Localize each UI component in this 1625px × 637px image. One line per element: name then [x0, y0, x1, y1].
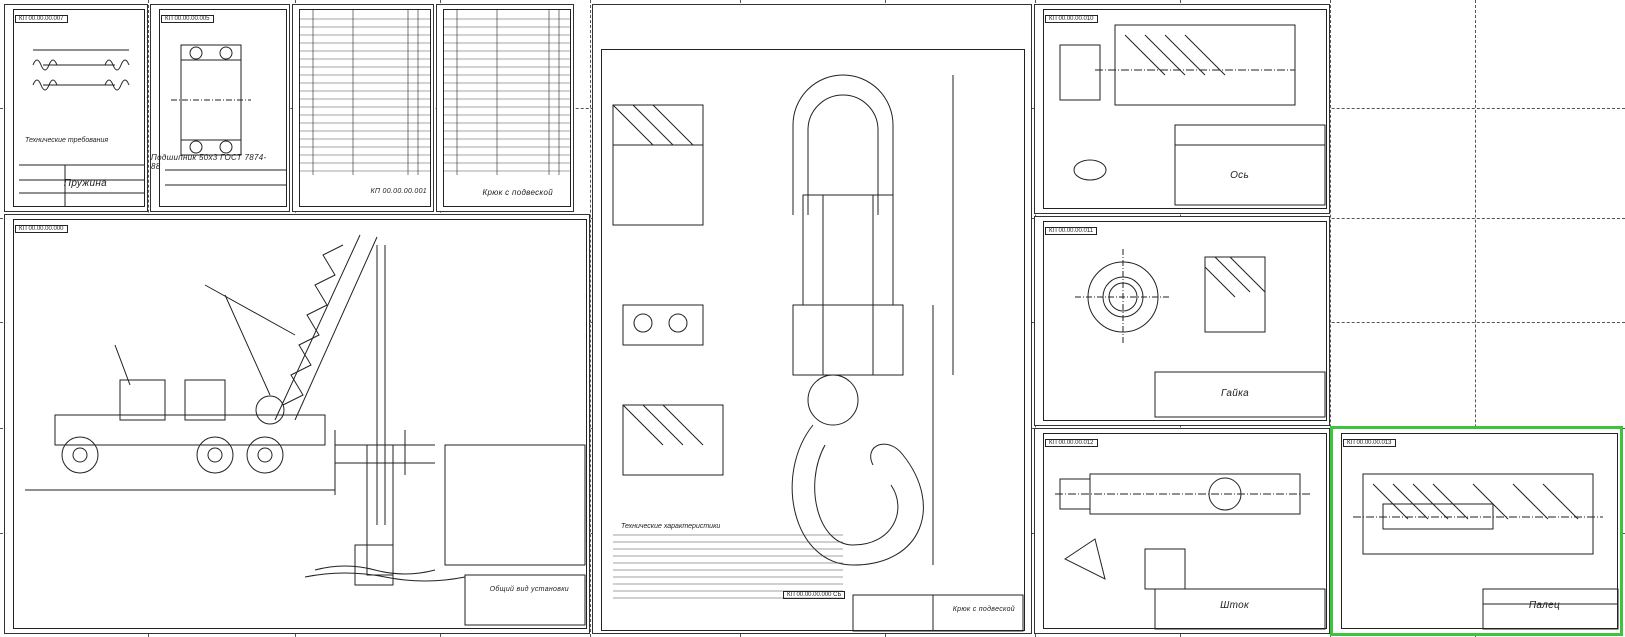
sheet-title: Шток — [1220, 600, 1249, 611]
sheet-title: Подшипник 50х3 ГОСТ 7874-88 — [151, 153, 267, 171]
hook-drawing — [612, 74, 1024, 632]
nut-drawing — [1075, 249, 1326, 418]
sheet-title: Гайка — [1220, 388, 1249, 399]
sheet-title: Ось — [1230, 170, 1249, 181]
grid-line — [1475, 0, 1476, 637]
sheet-corner-code: КП 00.00.00.000 СБ — [783, 591, 846, 599]
sheet-crane[interactable]: КП 00.00.00.000 — [4, 214, 590, 634]
grid-line — [1330, 0, 1331, 637]
sheet-rod[interactable]: КП 00.00.00.012 Шток — [1034, 428, 1330, 634]
sheet-corner-code: КП 00.00.00.000 — [15, 225, 68, 233]
sheet-spring[interactable]: КП 00.00.00.007 Технические требования П… — [4, 4, 148, 212]
sheet-title: Крюк с подвеской — [952, 606, 1015, 613]
sheet-spec2[interactable]: Крюк с подвеской — [436, 4, 574, 212]
sheet-spec1[interactable]: КП 00.00.00.001 — [292, 4, 434, 212]
sheet-note: Технические требования — [25, 137, 109, 144]
axle-drawing — [1059, 24, 1326, 206]
spring-drawing — [19, 49, 145, 207]
sheet-hook[interactable]: Технические характеристики КП 00.00.00.0… — [592, 4, 1032, 634]
sheet-corner-code: КП 00.00.00.010 — [1045, 15, 1098, 23]
sheet-title: Общий вид установки — [489, 586, 569, 593]
sheet-corner-code: КП 00.00.00.012 — [1045, 439, 1098, 447]
sheet-corner-code: КП 00.00.00.011 — [1045, 227, 1098, 235]
sheet-corner-code: КП 00.00.00.007 — [15, 15, 68, 23]
sheet-frame — [1341, 433, 1618, 629]
sheet-frame — [13, 219, 587, 629]
sheet-corner-code: КП 00.00.00.001 — [370, 188, 427, 195]
sheet-note: Технические характеристики — [621, 523, 721, 530]
sheet-frame — [299, 9, 431, 207]
sheet-title: Крюк с подвеской — [482, 188, 553, 197]
sheet-frame — [443, 9, 571, 207]
sheet-corner-code: КП 00.00.00.005 — [161, 15, 214, 23]
sheet-frame — [1043, 221, 1327, 421]
spec2-table — [443, 9, 571, 175]
grid-line — [590, 0, 591, 637]
sheet-title: Пружина — [63, 178, 107, 189]
sheet-corner-code: КП 00.00.00.013 — [1343, 439, 1396, 447]
sheet-bearing[interactable]: КП 00.00.00.005 Подшипник 50х3 ГОСТ 7874… — [150, 4, 290, 212]
crane-truck-drawing — [25, 234, 586, 626]
bearing-drawing — [165, 44, 287, 186]
sheet-frame — [1043, 9, 1327, 209]
sheet-frame — [601, 49, 1025, 631]
sheet-frame — [13, 9, 145, 207]
spec1-table — [299, 9, 431, 175]
wedge-drawing — [1353, 473, 1619, 630]
sheet-axle[interactable]: КП 00.00.00.010 Ось — [1034, 4, 1330, 214]
rod-drawing — [1055, 473, 1326, 630]
sheet-title: Палец — [1528, 600, 1560, 611]
sheet-frame — [159, 9, 287, 207]
sheet-nut[interactable]: КП 00.00.00.011 Гайка — [1034, 216, 1330, 426]
selection-outline — [1330, 426, 1623, 636]
